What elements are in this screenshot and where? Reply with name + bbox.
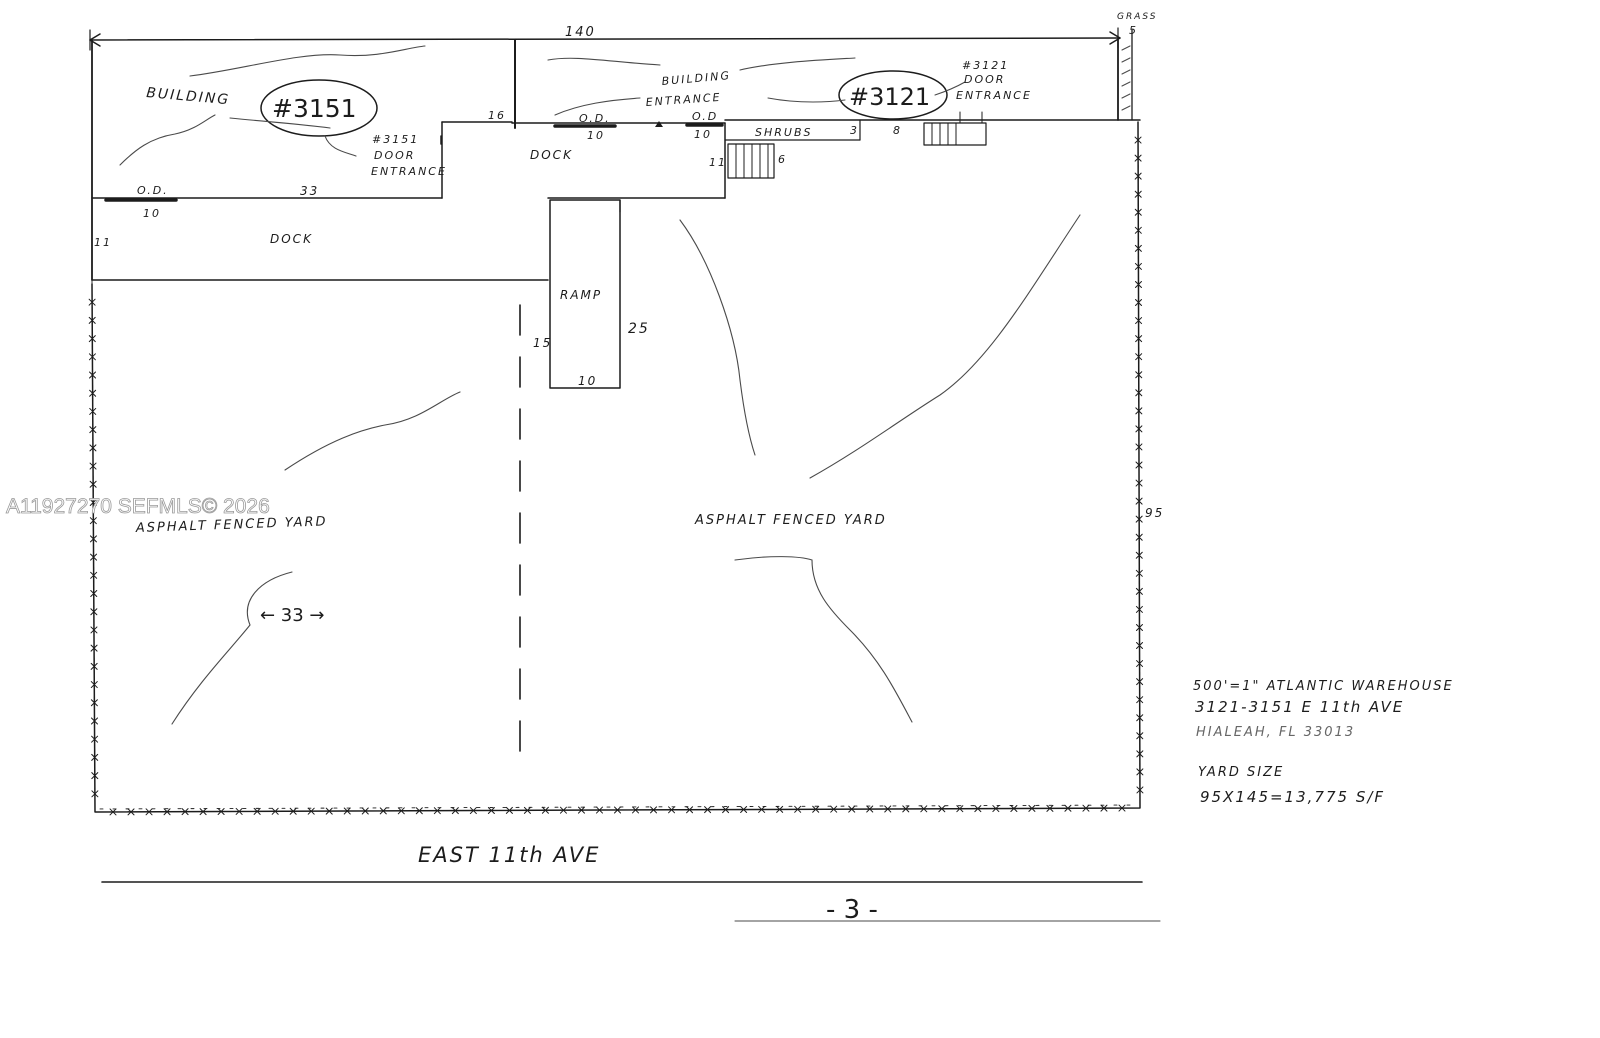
note-address: 3121-3151 E 11th AVE xyxy=(1195,698,1404,716)
note-yard-size-label: YARD SIZE xyxy=(1198,765,1284,780)
dim-ramp-15: 15 xyxy=(533,336,552,350)
grass-label: GRASS xyxy=(1117,12,1158,22)
stairs-3121-entrance xyxy=(923,111,987,146)
label-dock-lower: DOCK xyxy=(270,232,313,246)
building-3151-outline xyxy=(91,39,513,281)
dim-shrubs-3: 3 xyxy=(850,124,859,137)
dim-grass-width: 5 xyxy=(1129,24,1138,37)
dim-11-left: 11 xyxy=(94,236,112,249)
note-yard-size-value: 95X145=13,775 S/F xyxy=(1200,788,1385,806)
label-od-1: O.D. xyxy=(579,112,611,125)
dim-ramp-25: 25 xyxy=(628,321,650,337)
building-entrance-line1: BUILDING xyxy=(661,69,731,88)
door-3121-door: DOOR xyxy=(964,73,1005,86)
dim-yard-95: 95 xyxy=(1145,506,1164,520)
fence-x-marks xyxy=(88,136,1144,816)
dim-od-a: 10 xyxy=(587,129,605,142)
door-3151-label: #3151 DOOR ENTRANCE xyxy=(371,133,447,178)
dim-11-right: 11 xyxy=(709,156,727,169)
dim-arrow-33: ← 33 → xyxy=(260,605,325,626)
label-ramp: RAMP xyxy=(560,288,602,302)
label-shrubs: SHRUBS xyxy=(755,126,812,139)
label-unit-3121: #3121 xyxy=(849,83,930,111)
label-building-left: BUILDING xyxy=(146,85,231,108)
label-dock-upper: DOCK xyxy=(530,148,573,162)
stairs-right-of-dock xyxy=(727,143,775,179)
door-3151-number: #3151 xyxy=(372,133,419,146)
building-3121-outline xyxy=(511,29,1141,129)
door-3151-door: DOOR xyxy=(374,149,415,162)
label-yard-left: ASPHALT FENCED YARD xyxy=(135,514,328,536)
dim-od-b: 10 xyxy=(694,128,712,141)
dim-16: 16 xyxy=(488,109,506,122)
door-3121-label: #3121 DOOR ENTRANCE xyxy=(956,59,1032,102)
top-dimension-line xyxy=(89,27,1121,51)
door-3151-entrance: ENTRANCE xyxy=(371,165,447,178)
unit-3151-circle xyxy=(260,79,378,137)
dim-6: 6 xyxy=(778,153,787,166)
label-od-2: O.D xyxy=(692,110,718,123)
mls-watermark: A11927270 SEFMLS© 2026 xyxy=(6,495,270,518)
label-yard-right: ASPHALT FENCED YARD xyxy=(694,513,887,528)
overhead-doors xyxy=(104,123,724,202)
building-scribbles xyxy=(119,45,966,166)
building-entrance-marker xyxy=(655,121,663,127)
dim-33-dock: 33 xyxy=(300,184,319,198)
label-unit-3151: #3151 xyxy=(272,94,357,123)
door-3121-number: #3121 xyxy=(962,59,1009,72)
note-scale-title: 500'=1" ATLANTIC WAREHOUSE xyxy=(1193,679,1454,694)
dock-outline xyxy=(91,119,861,281)
unit-3121-circle xyxy=(838,70,948,120)
dim-top-width: 140 xyxy=(565,25,596,40)
page-number: - 3 - xyxy=(826,895,878,925)
yard-fence xyxy=(91,118,1141,813)
building-entrance-line2: ENTRANCE xyxy=(645,91,722,109)
plan-notes: 500'=1" ATLANTIC WAREHOUSE 3121-3151 E 1… xyxy=(1193,679,1454,806)
dim-od-left: 10 xyxy=(143,207,161,220)
ramp-outline xyxy=(549,199,621,389)
building-entrance-label: BUILDING ENTRANCE xyxy=(645,69,731,109)
note-city: HIALEAH, FL 33013 xyxy=(1196,725,1355,740)
yard-scribbles xyxy=(171,214,1081,725)
label-od-3: O.D. xyxy=(137,184,169,197)
dim-shrubs-8: 8 xyxy=(893,124,902,137)
dim-ramp-10: 10 xyxy=(578,374,597,388)
leader-3151 xyxy=(324,135,357,157)
label-street: EAST 11th AVE xyxy=(418,843,600,867)
door-3121-entrance: ENTRANCE xyxy=(956,89,1032,102)
grass-strip xyxy=(1121,45,1131,111)
